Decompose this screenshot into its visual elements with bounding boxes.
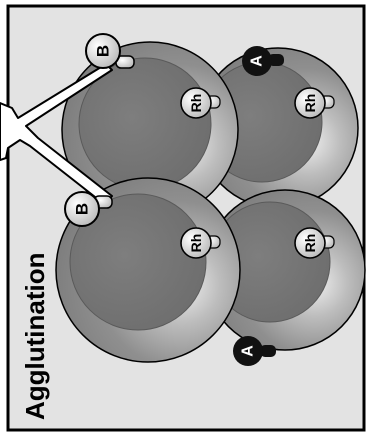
a-antigen-label: A [240,345,257,357]
rh-antigen-label: Rh [188,234,204,253]
rh-antigen-bottom-right: Rh [294,227,335,259]
rh-antigen-top-left: Rh [180,87,221,119]
red-blood-cell-top-left [61,41,239,219]
rh-antigen-top-right: Rh [294,87,335,119]
diagram-title: Agglutination [20,252,50,420]
red-blood-cell-bottom-left [55,177,241,363]
rh-antigen-label: Rh [188,94,204,113]
rh-antigen-label: Rh [302,94,318,113]
b-antigen-top: B [85,33,135,69]
b-antigen-label: B [73,203,92,215]
b-antigen-bottom: B [64,191,113,227]
rh-antigen-bottom-left: Rh [180,227,221,259]
rh-antigen-label: Rh [302,234,318,253]
b-antigen-label: B [94,45,113,57]
a-antigen-label: A [249,55,266,67]
a-antigen-bottom: A [233,336,276,366]
antibody [0,63,113,205]
a-antigen-top: A [242,46,284,76]
